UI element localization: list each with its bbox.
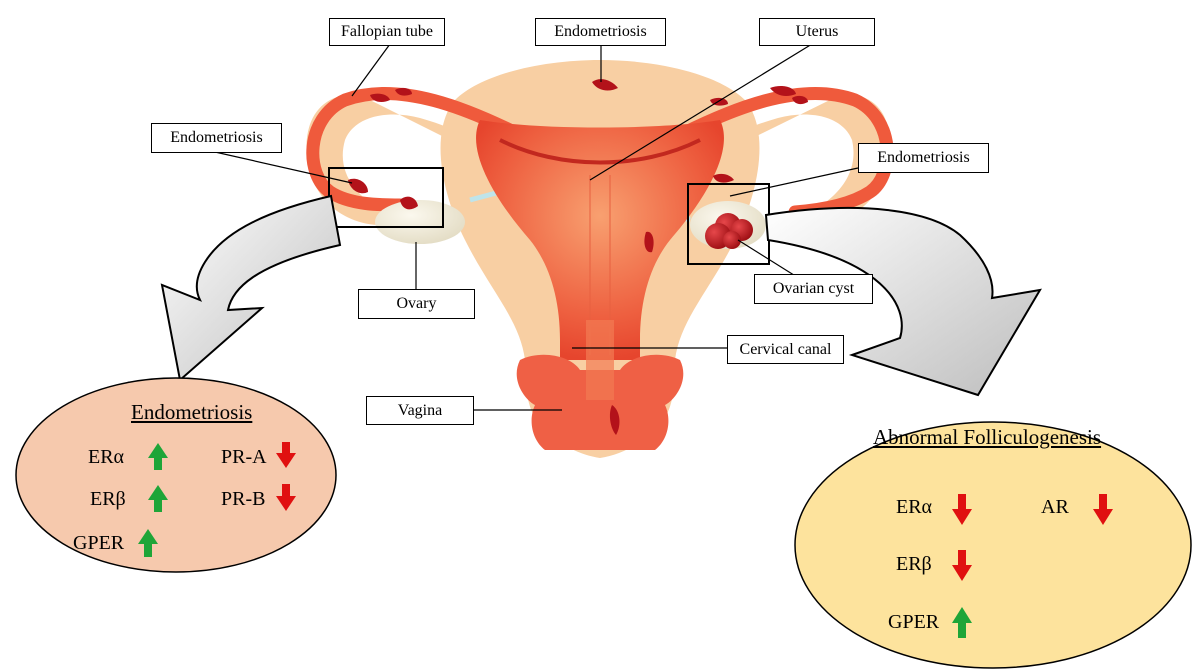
gper-up-arrow (138, 529, 158, 557)
era-up-arrow (148, 443, 168, 470)
label-ovary: Ovary (358, 289, 475, 319)
label-cervical-canal: Cervical canal (727, 335, 844, 364)
right-item-ar: AR (1041, 496, 1069, 518)
left-item-pra: PR-A (221, 446, 267, 468)
endometriosis-lesions (348, 79, 808, 435)
ovarian-cyst (705, 213, 753, 249)
era-down-arrow-right (952, 494, 972, 525)
label-endometriosis-right: Endometriosis (858, 143, 989, 173)
label-uterus: Uterus (759, 18, 875, 46)
right-panel-title: Abnormal Folliculogenesis (873, 425, 1102, 449)
uterus-inner-body (476, 120, 724, 360)
left-item-gper: GPER (73, 532, 125, 554)
left-ovary (375, 200, 465, 244)
gper-up-arrow-right (952, 607, 972, 638)
label-fallopian-tube: Fallopian tube (329, 18, 445, 46)
vagina-shape (516, 354, 684, 450)
right-item-gper: GPER (888, 611, 940, 633)
left-panel-title: Endometriosis (131, 400, 253, 424)
left-item-prb: PR-B (221, 488, 266, 510)
right-item-era: ERα (896, 496, 933, 518)
label-endometriosis-left: Endometriosis (151, 123, 282, 153)
label-endometriosis-top: Endometriosis (535, 18, 666, 46)
left-panel-oval (15, 377, 337, 573)
pra-down-arrow (276, 442, 296, 468)
leader-lines (214, 43, 859, 411)
erb-down-arrow-right (952, 550, 972, 581)
erb-up-arrow (148, 485, 168, 512)
label-vagina: Vagina (366, 396, 474, 425)
right-fallopian-tube (673, 86, 894, 219)
prb-down-arrow (276, 484, 296, 511)
ar-down-arrow-right (1093, 494, 1113, 525)
label-ovarian-cyst: Ovarian cyst (754, 274, 873, 304)
right-item-erb: ERβ (896, 553, 932, 575)
left-panel-arrows (138, 442, 296, 557)
right-panel-oval (794, 421, 1192, 669)
right-panel-arrows (952, 494, 1113, 638)
left-big-arrow (160, 194, 342, 382)
left-item-erb: ERβ (90, 488, 126, 510)
left-fallopian-tube (306, 86, 527, 212)
left-item-era: ERα (88, 446, 125, 468)
